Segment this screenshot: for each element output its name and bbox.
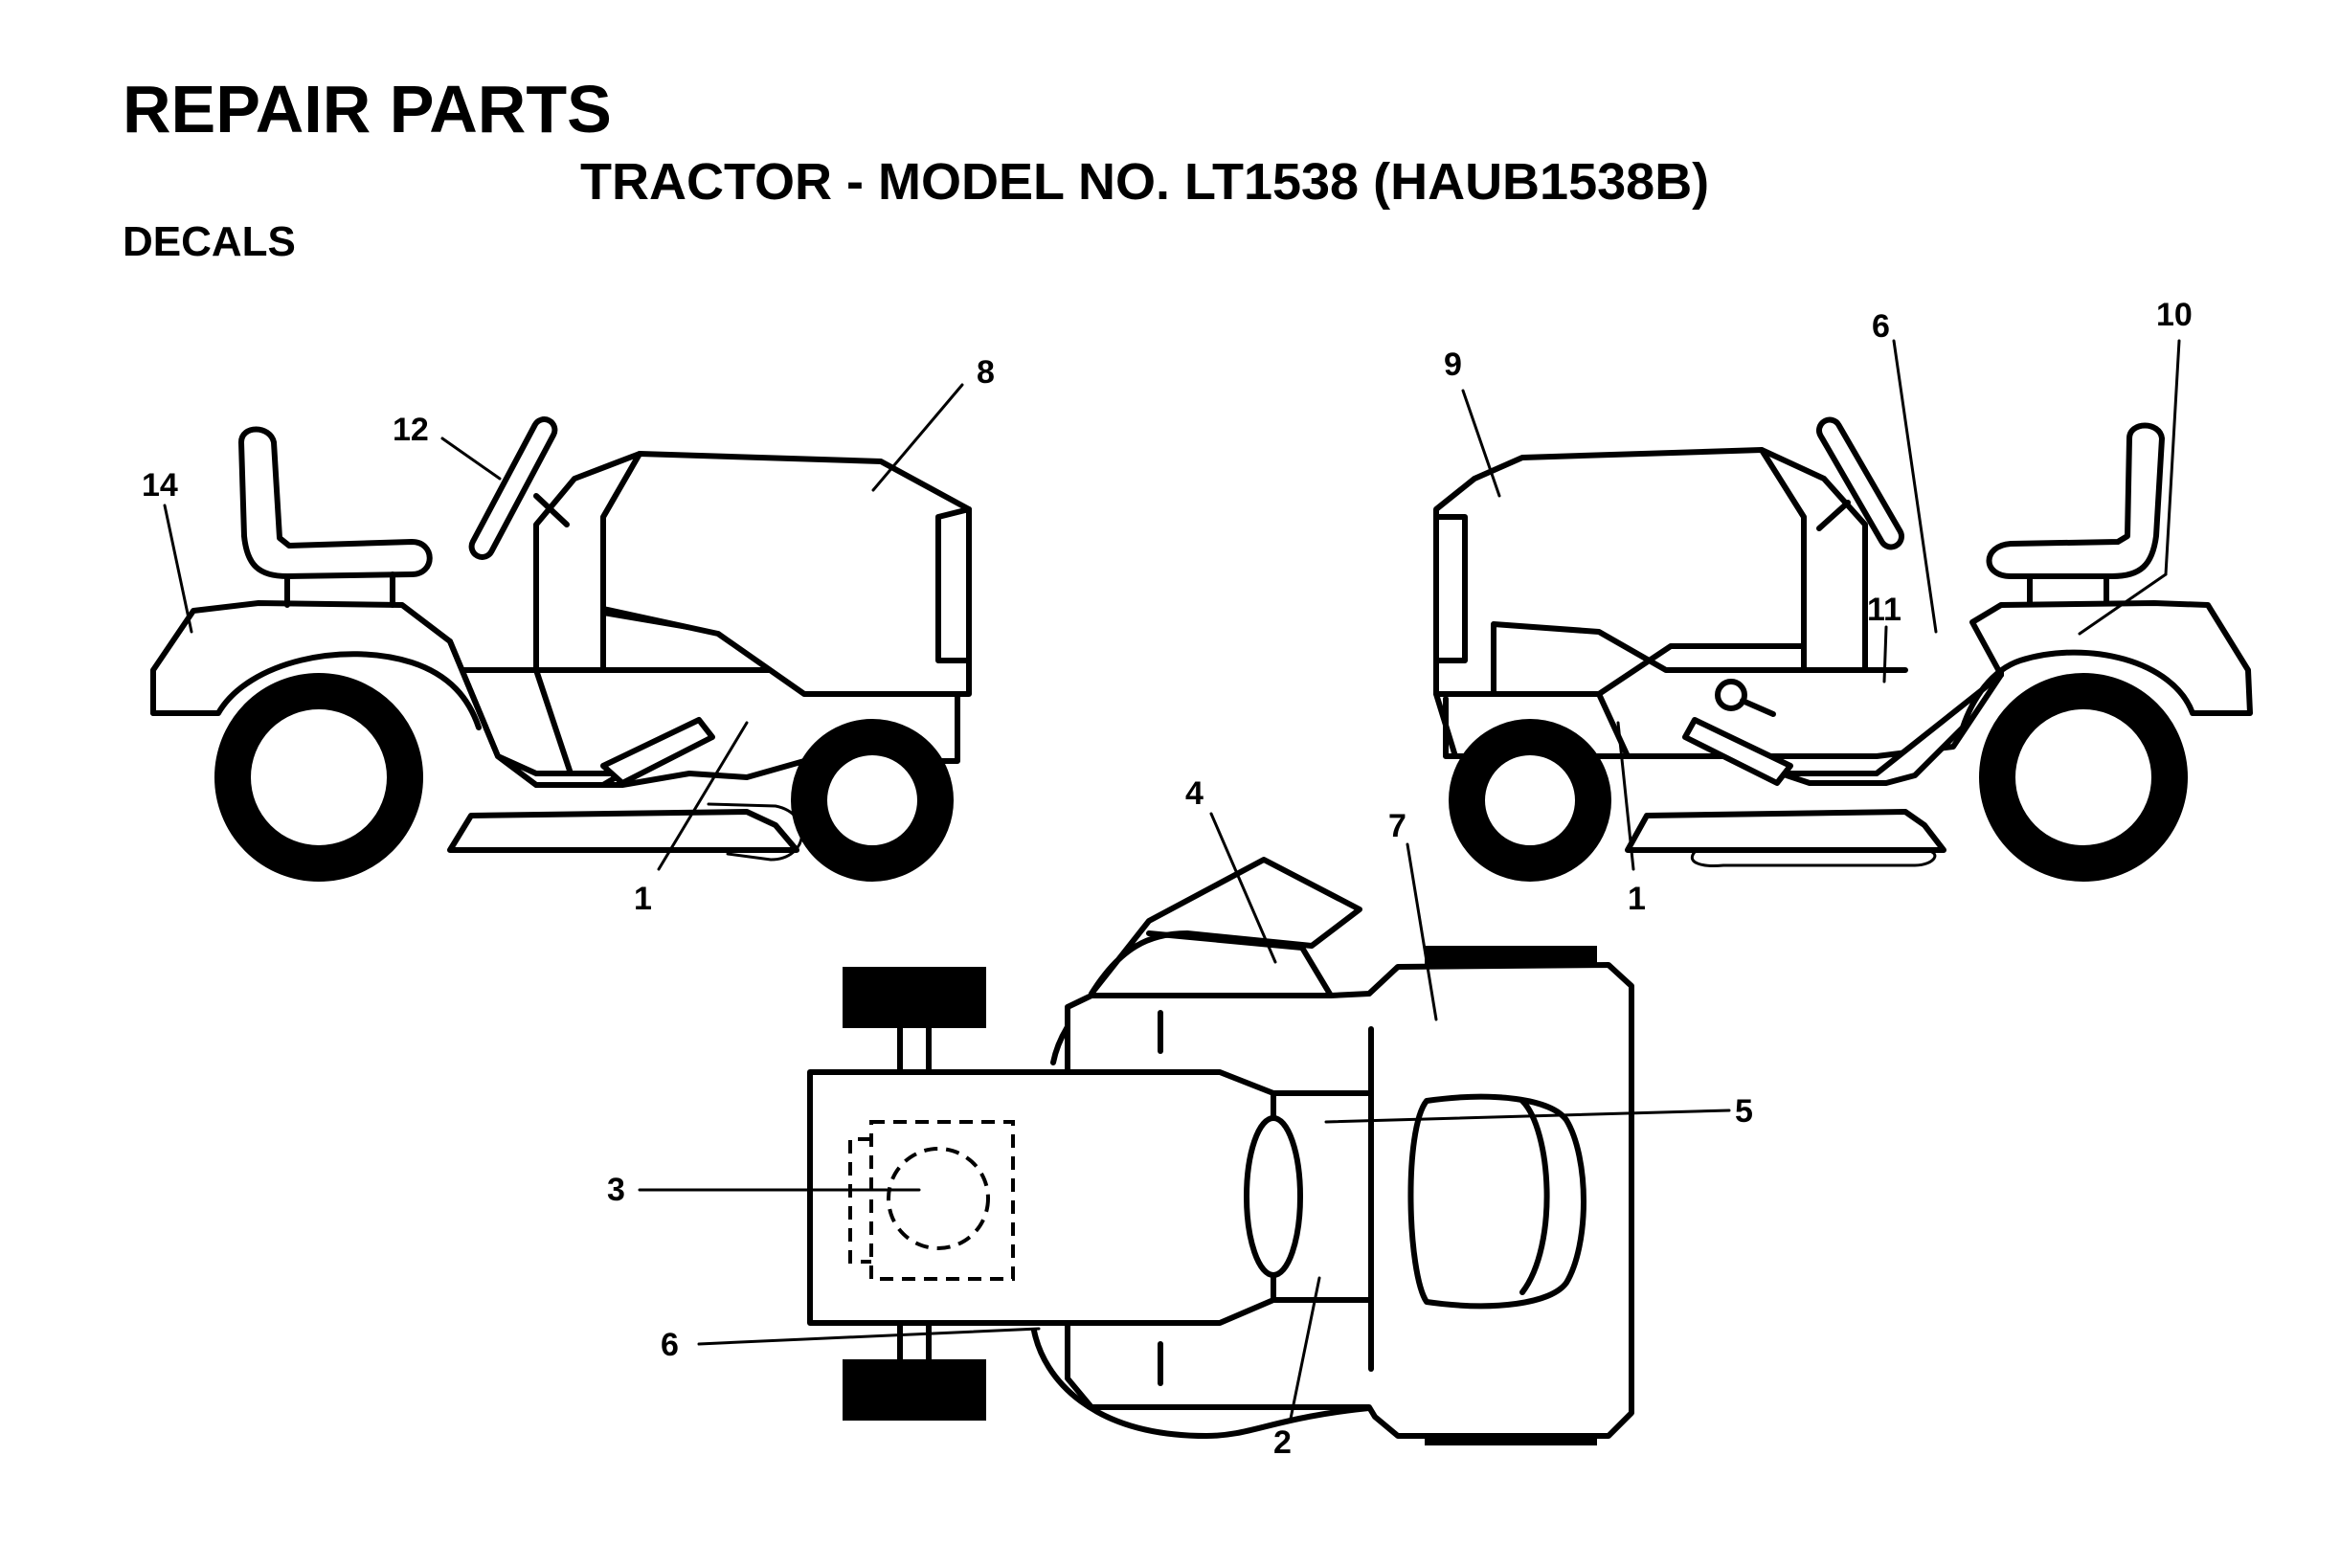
neck-top xyxy=(1271,1090,1374,1303)
section-title: DECALS xyxy=(123,218,296,265)
hood-right xyxy=(1433,447,1807,697)
leader-2 xyxy=(1289,1276,1321,1421)
body-right xyxy=(1433,643,1908,759)
ignition-key-icon xyxy=(1715,679,1747,711)
deck-arc-bottom xyxy=(1031,1328,1382,1439)
hood-left xyxy=(600,451,972,697)
hood-panel-left xyxy=(935,506,972,663)
seat-back-left xyxy=(238,426,433,579)
callout-6-right: 6 xyxy=(1872,308,1890,345)
leader-1-right xyxy=(1616,721,1635,871)
shift-lever-right xyxy=(1682,717,1793,786)
rear-tire-top-left xyxy=(843,967,986,1028)
rear-wheel-left xyxy=(214,673,423,882)
fender-top xyxy=(807,1069,1276,1326)
shift-lever-left xyxy=(600,717,715,786)
callout-1-left: 1 xyxy=(634,881,652,917)
callout-12: 12 xyxy=(393,412,429,448)
rear-wheel-right xyxy=(1979,673,2188,882)
fender-arch-left xyxy=(150,651,482,730)
seat-back-outline-top xyxy=(848,1137,871,1264)
seat-outline-top xyxy=(869,1120,1015,1281)
chute-top-edge xyxy=(1146,930,1334,998)
leader-1-left xyxy=(657,721,749,871)
leader-4 xyxy=(1209,812,1277,964)
discharge-chute xyxy=(1089,857,1362,997)
hood-panel-right xyxy=(1433,514,1468,663)
tractor-right-side-view: 9 6 10 11 1 xyxy=(1433,297,2253,917)
steering-wheel-left xyxy=(468,416,558,560)
callout-3: 3 xyxy=(607,1172,625,1208)
leader-11 xyxy=(1882,625,1888,683)
tractor-top-view: 4 7 5 3 6 2 xyxy=(607,775,1753,1461)
callout-5: 5 xyxy=(1735,1093,1753,1130)
fuel-cap-outline-top xyxy=(887,1147,990,1250)
callout-4: 4 xyxy=(1185,775,1204,812)
steering-base-top xyxy=(1244,1115,1303,1278)
mower-deck-right xyxy=(1625,809,1946,853)
ignition-key-shaft xyxy=(1740,698,1776,717)
leader-9 xyxy=(1461,389,1501,498)
deck-belt-right xyxy=(1691,848,1937,867)
leader-6-top xyxy=(697,1327,1041,1346)
steering-shaft-right xyxy=(1816,500,1851,531)
leader-8 xyxy=(871,383,964,492)
seat-back-right xyxy=(1986,422,2165,579)
front-wheel-left xyxy=(791,719,954,882)
rear-fender-right xyxy=(1778,600,2253,786)
page-title: REPAIR PARTS xyxy=(123,72,612,146)
steering-shaft-left xyxy=(533,493,570,527)
seat-post-left xyxy=(284,571,395,608)
callout-1-right: 1 xyxy=(1628,881,1646,917)
callout-14: 14 xyxy=(142,467,178,504)
leader-7 xyxy=(1406,842,1438,1021)
leader-14 xyxy=(163,504,193,634)
callout-9: 9 xyxy=(1444,347,1462,383)
model-subtitle: TRACTOR - MODEL NO. LT1538 (HAUB1538B) xyxy=(580,153,1710,211)
leader-10-a xyxy=(2164,339,2181,576)
callout-10: 10 xyxy=(2156,297,2193,333)
callout-7: 7 xyxy=(1388,808,1406,844)
leader-12 xyxy=(440,437,502,481)
tractor-left-side-view: 14 12 8 1 xyxy=(142,354,995,917)
callout-2: 2 xyxy=(1273,1424,1292,1461)
dash-left xyxy=(533,451,642,673)
steering-wheel-right xyxy=(1816,416,1904,550)
callout-6-top: 6 xyxy=(661,1327,679,1363)
seat-post-right xyxy=(2027,573,2109,608)
rear-tire-top-right xyxy=(843,1359,986,1421)
callout-11: 11 xyxy=(1867,592,1901,628)
leader-6-right xyxy=(1892,339,1938,634)
axle-top xyxy=(897,1025,932,1362)
hood-front-top xyxy=(1407,1093,1586,1310)
front-wheel-right xyxy=(1449,719,1611,882)
mower-deck-left xyxy=(447,809,799,853)
leader-10-b xyxy=(2078,572,2168,636)
leader-5 xyxy=(1324,1109,1731,1124)
callout-8: 8 xyxy=(977,354,995,391)
